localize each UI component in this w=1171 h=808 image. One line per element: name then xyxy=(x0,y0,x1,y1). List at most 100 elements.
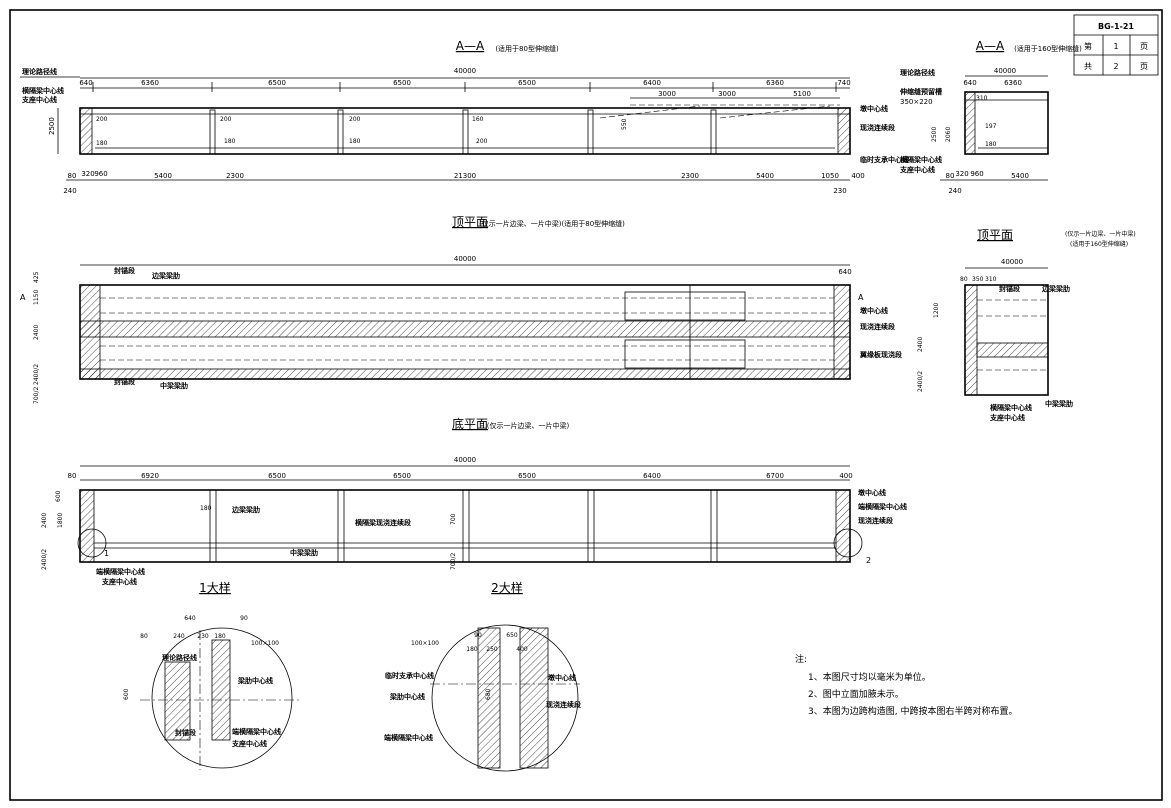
top80-left-dim: 700/2 xyxy=(33,387,40,404)
aa160-bottom: 240 xyxy=(948,187,961,195)
top80-subtitle: (仅示一片边梁、一片中梁)(适用于80型伸缩缝) xyxy=(479,219,625,228)
detail1-title: 1大样 xyxy=(199,580,231,595)
detail2-dim: 180 xyxy=(466,646,478,653)
aa80-bottom-dim: 400 xyxy=(851,172,864,180)
bottom-pier: 墩中心线 xyxy=(858,488,886,497)
aa80-inner: 160 xyxy=(472,116,484,123)
detail1-endbeam: 端横隔梁中心线 xyxy=(232,727,281,736)
top160-subtitle: (仅示一片边梁、一片中梁) xyxy=(1065,230,1136,238)
sheet-code: BG-1-21 xyxy=(1098,22,1134,31)
top160-mid-rib: 中梁梁肋 xyxy=(1045,399,1073,408)
detail1-dim: 180 xyxy=(214,633,226,640)
top160-total: 40000 xyxy=(1001,258,1023,266)
top80-seal: 封锚段 xyxy=(114,266,135,275)
top160-dim: 2400/2 xyxy=(917,371,924,392)
top160-dim: 1200 xyxy=(933,303,940,318)
top160-dim: 310 xyxy=(985,276,997,283)
page-unit: 页 xyxy=(1140,42,1148,51)
bottom-dim: 80 xyxy=(68,472,77,480)
notes-title: 注: xyxy=(795,653,807,665)
aa80-top-dim: 740 xyxy=(837,79,850,87)
aa80-bottom-dim: 2300 xyxy=(681,172,699,180)
top160-dim: 80 xyxy=(960,276,968,283)
aa160-bottom: 5400 xyxy=(1011,172,1029,180)
aa80-bottom-dim: 320 xyxy=(81,170,94,178)
detail1-dim: 640 xyxy=(184,615,196,622)
bottom-mid-rib: 中梁梁肋 xyxy=(290,548,318,557)
section-mark-a-left: A xyxy=(20,293,26,302)
bottom-plan: 底平面 (仅示一片边梁、一片中梁) 40000 80 6920 6500 650… xyxy=(41,416,907,586)
total-unit: 页 xyxy=(1140,62,1148,71)
aa160-bottom: 960 xyxy=(970,170,983,178)
top160-edge-rib: 边梁梁肋 xyxy=(1041,284,1070,293)
top80-edge-rib: 边梁梁肋 xyxy=(151,271,180,280)
aa80-pier-label: 墩中心线 xyxy=(860,104,888,113)
aa160-inner: 180 xyxy=(985,141,997,148)
sheet-border xyxy=(9,9,1163,801)
aa80-top-dim: 6360 xyxy=(141,79,159,87)
aa160-gap-size: 350×220 xyxy=(900,98,933,106)
detail1-dim: 600 xyxy=(123,688,130,700)
aa160-inner: 2060 xyxy=(945,127,952,142)
aa80-height: 2500 xyxy=(48,117,56,135)
aa160-total: 40000 xyxy=(994,67,1016,75)
aa80-total: 40000 xyxy=(454,67,476,75)
aa80-bottom-dim: 2300 xyxy=(226,172,244,180)
aa80-mid-dim: 5100 xyxy=(793,90,811,98)
detail1-rib: 梁肋中心线 xyxy=(237,676,273,685)
detail2-cast: 现浇连续段 xyxy=(546,700,581,709)
detail2-dim: 90 xyxy=(474,632,482,639)
aa160-inner: 2500 xyxy=(931,127,938,142)
aa80-top-dim: 6500 xyxy=(518,79,536,87)
aa160-inner: 310 xyxy=(976,95,988,102)
aa160-dim: 640 xyxy=(963,79,976,87)
top160-title: 顶平面 xyxy=(977,228,1013,242)
page-label: 第 xyxy=(1084,41,1092,51)
detail2-dim: 680 xyxy=(485,688,492,700)
detail2-endbeam: 端横隔梁中心线 xyxy=(384,733,433,742)
detail1-dim: 80 xyxy=(140,633,148,640)
detail2-dim: 650 xyxy=(506,632,518,639)
detail2-dim: 400 xyxy=(516,646,528,653)
top80-left-dim: 425 xyxy=(33,271,40,283)
detail2-dim: 100×100 xyxy=(411,640,439,647)
detail1-road: 理论路径线 xyxy=(162,653,197,662)
title-block: BG-1-21 第 1 页 共 2 页 xyxy=(1073,14,1159,76)
aa80-inner: 200 xyxy=(349,116,361,123)
aa80-inner: 200 xyxy=(476,138,488,145)
bottom-left-dim: 2400 xyxy=(41,513,48,528)
note-item: 1、本图尺寸均以毫米为单位。 xyxy=(808,671,931,683)
aa160-bottom: 80 xyxy=(946,172,955,180)
detail-1: 1大样 640 90 80 240 230 180 100×100 600 理论… xyxy=(123,580,300,770)
aa160-inner: 197 xyxy=(985,123,997,130)
aa80-support-label: 支座中心线 xyxy=(21,95,57,104)
bottom-support: 支座中心线 xyxy=(101,577,137,586)
aa80-bottom-dim: 21300 xyxy=(454,172,476,180)
aa80-subtitle: (适用于80型伸缩缝) xyxy=(495,44,559,53)
detail2-rib: 梁肋中心线 xyxy=(389,692,425,701)
top80-right-dim: 640 xyxy=(838,268,851,276)
top80-pier: 墩中心线 xyxy=(860,306,888,315)
top-plan-80: 顶平面 (仅示一片边梁、一片中梁)(适用于80型伸缩缝) 40000 640 A… xyxy=(20,215,902,404)
detail-2: 2大样 100×100 90 650 180 250 400 680 临时支承中… xyxy=(384,580,581,772)
detail1-dim: 240 xyxy=(173,633,185,640)
bottom-left-dim: 1800 xyxy=(57,513,64,528)
aa80-endbeam-label: 横隔梁中心线 xyxy=(22,86,64,95)
bottom-left-dim: 600 xyxy=(55,490,62,502)
detail-1-number: 1 xyxy=(104,549,109,558)
detail2-title: 2大样 xyxy=(491,580,523,595)
bottom-cross: 横隔梁现浇连续段 xyxy=(355,518,411,527)
detail1-dim: 230 xyxy=(197,633,209,640)
aa160-endbeam: 横隔梁中心线 xyxy=(900,155,942,164)
top160-endbeam: 横隔梁中心线 xyxy=(990,403,1032,412)
bottom-dim: 6500 xyxy=(268,472,286,480)
detail-1-marker xyxy=(77,528,107,558)
aa80-bottom-dim: 80 xyxy=(68,172,77,180)
bottom-endbeam2: 端横隔梁中心线 xyxy=(96,567,145,576)
aa160-bottom: 320 xyxy=(955,170,968,178)
aa80-cast-label: 现浇连续段 xyxy=(860,123,895,132)
section-aa-160: A—A (适用于160型伸缩缝) 40000 640 6360 理论路径线 伸缩… xyxy=(899,39,1082,195)
top80-cast-strip xyxy=(79,320,851,338)
aa80-mid-dim: 3000 xyxy=(658,90,676,98)
bottom-edge-rib: 边梁梁肋 xyxy=(231,505,260,514)
